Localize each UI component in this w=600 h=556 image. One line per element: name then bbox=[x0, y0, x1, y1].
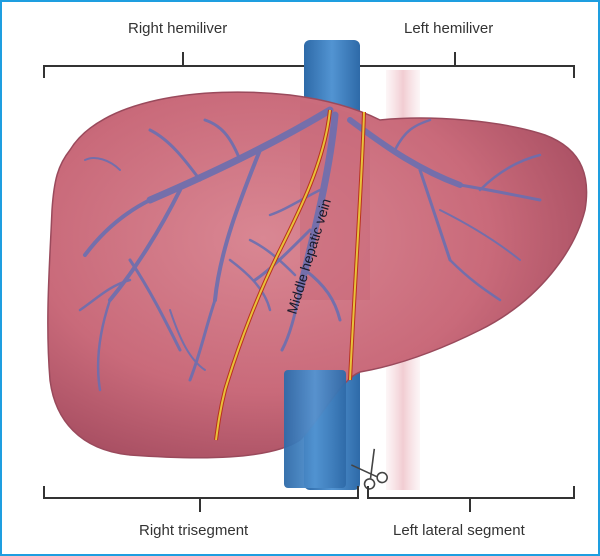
left-hemiliver-bracket bbox=[336, 52, 574, 78]
left-lateral-segment-label: Left lateral segment bbox=[393, 522, 525, 539]
right-trisegment-label: Right trisegment bbox=[139, 522, 248, 539]
vena-cava-lower bbox=[284, 370, 346, 488]
right-hemiliver-bracket bbox=[44, 52, 322, 78]
